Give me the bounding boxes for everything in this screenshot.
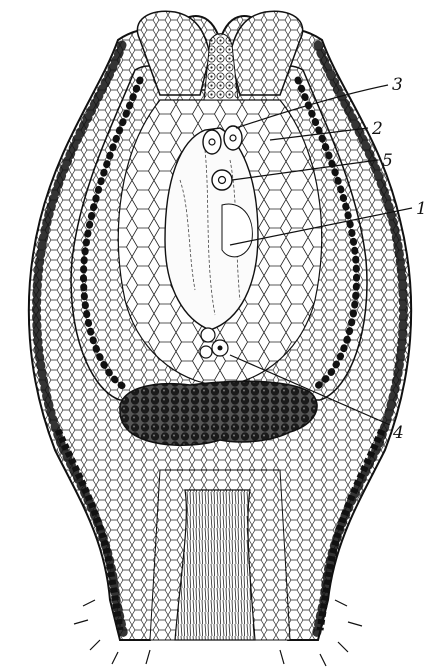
- egg-cell: [212, 170, 232, 190]
- label-5: 5: [382, 151, 393, 171]
- label-1: 1: [416, 199, 427, 219]
- vascular-bundle: [175, 490, 255, 640]
- label-3: 3: [392, 75, 403, 95]
- label-2: 2: [371, 119, 383, 139]
- label-4: 4: [392, 423, 404, 443]
